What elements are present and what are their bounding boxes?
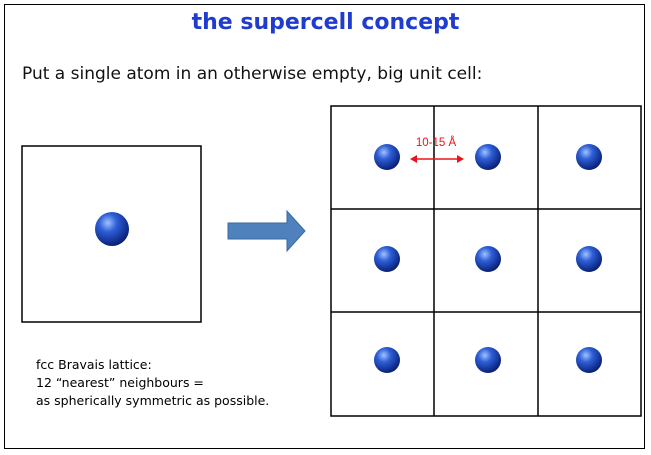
atom bbox=[475, 246, 501, 272]
distance-label: 10-15 Å bbox=[416, 136, 457, 149]
caption-line: fcc Bravais lattice: bbox=[36, 357, 152, 372]
atom bbox=[475, 347, 501, 373]
atom bbox=[475, 144, 501, 170]
supercell-atoms bbox=[374, 144, 602, 373]
atom bbox=[576, 347, 602, 373]
caption-line: as spherically symmetric as possible. bbox=[36, 393, 270, 408]
slide-subtitle: Put a single atom in an otherwise empty,… bbox=[22, 64, 483, 84]
caption-line: 12 “nearest” neighbours = bbox=[36, 375, 204, 390]
atom bbox=[576, 246, 602, 272]
atom bbox=[374, 144, 400, 170]
slide-frame bbox=[4, 4, 645, 449]
atom bbox=[374, 246, 400, 272]
slide-title: the supercell concept bbox=[191, 10, 460, 35]
single-atom bbox=[95, 212, 129, 246]
atom bbox=[374, 347, 400, 373]
distance-marker bbox=[410, 155, 464, 163]
atom bbox=[576, 144, 602, 170]
caption: fcc Bravais lattice: 12 “nearest” neighb… bbox=[36, 356, 269, 410]
supercell-grid bbox=[330, 105, 642, 417]
single-unit-cell bbox=[21, 145, 202, 323]
right-arrow-icon bbox=[227, 209, 306, 253]
